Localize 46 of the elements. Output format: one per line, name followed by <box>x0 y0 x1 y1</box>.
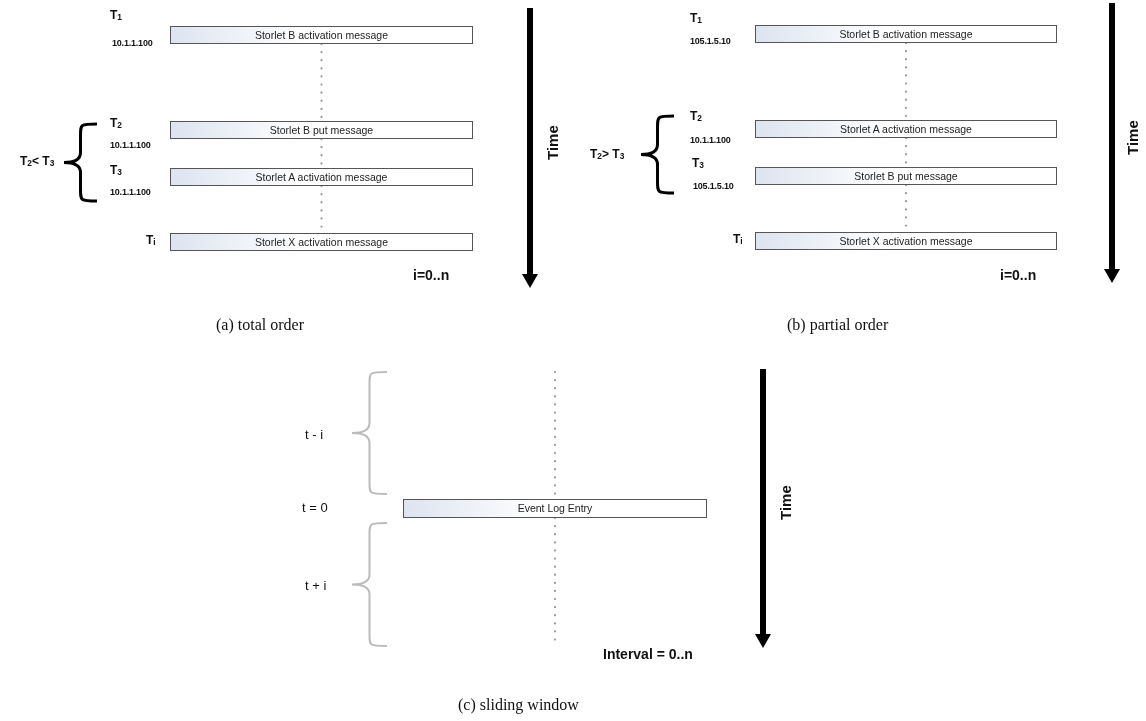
time-zero-label: t = 0 <box>302 501 328 516</box>
message-text: Storlet A activation message <box>840 123 972 135</box>
ip-address-label: 10.1.1.100 <box>110 141 151 151</box>
axis-label: Time <box>778 485 795 520</box>
message-text: Storlet B put message <box>854 170 958 182</box>
interval-label: Interval = 0..n <box>603 647 693 663</box>
message-text: Storlet X activation message <box>254 236 389 248</box>
message-box <box>755 232 1057 250</box>
axis-label: Time <box>1125 120 1142 155</box>
message-box <box>755 25 1057 43</box>
relation-label: T$_{2}$< T$_{3}$ <box>20 155 55 169</box>
ip-address-label: 105.1.5.10 <box>690 37 731 47</box>
message-box <box>170 26 473 44</box>
timestamp-label: T$_{3}$ <box>110 164 122 178</box>
subfigure-caption: (c) sliding window <box>458 696 579 714</box>
timestamp-label: T$_{1}$ <box>690 12 702 26</box>
offset-label: t + i <box>305 579 327 594</box>
message-box <box>755 120 1057 138</box>
timestamp-label: T$_{i}$ <box>733 233 743 247</box>
message-box <box>170 121 473 139</box>
message-box <box>755 167 1057 185</box>
message-box <box>170 168 473 186</box>
ip-address-label: 10.1.1.100 <box>690 136 731 146</box>
ip-address-label: 10.1.1.100 <box>112 39 153 49</box>
index-range-label: i=0..n <box>1000 268 1037 284</box>
message-box <box>170 233 473 251</box>
timestamp-label: T$_{i}$ <box>146 234 156 248</box>
message-text: Event Log Entry <box>517 503 593 514</box>
subfigure-caption: (a) total order <box>216 316 304 334</box>
message-text: Storlet B activation message <box>254 29 389 41</box>
subfigure-caption: (b) partial order <box>787 316 889 334</box>
offset-label: t - i <box>305 428 324 443</box>
relation-label: T$_{2}$> T$_{3}$ <box>590 148 625 162</box>
ip-address-label: 105.1.5.10 <box>693 182 734 192</box>
message-box <box>403 499 707 518</box>
index-range-label: i=0..n <box>413 268 450 284</box>
message-text: Storlet B put message <box>269 124 374 136</box>
message-text: Storlet B activation message <box>839 28 973 40</box>
message-text: Storlet A activation message <box>255 171 388 183</box>
ip-address-label: 10.1.1.100 <box>110 188 151 198</box>
message-text: Storlet X activation message <box>839 235 973 247</box>
timestamp-label: T$_{2}$ <box>690 110 702 124</box>
axis-label: Time <box>545 125 562 160</box>
timestamp-label: T$_{2}$ <box>110 117 122 131</box>
timestamp-label: T$_{3}$ <box>692 157 704 171</box>
timestamp-label: T$_{1}$ <box>110 9 122 23</box>
